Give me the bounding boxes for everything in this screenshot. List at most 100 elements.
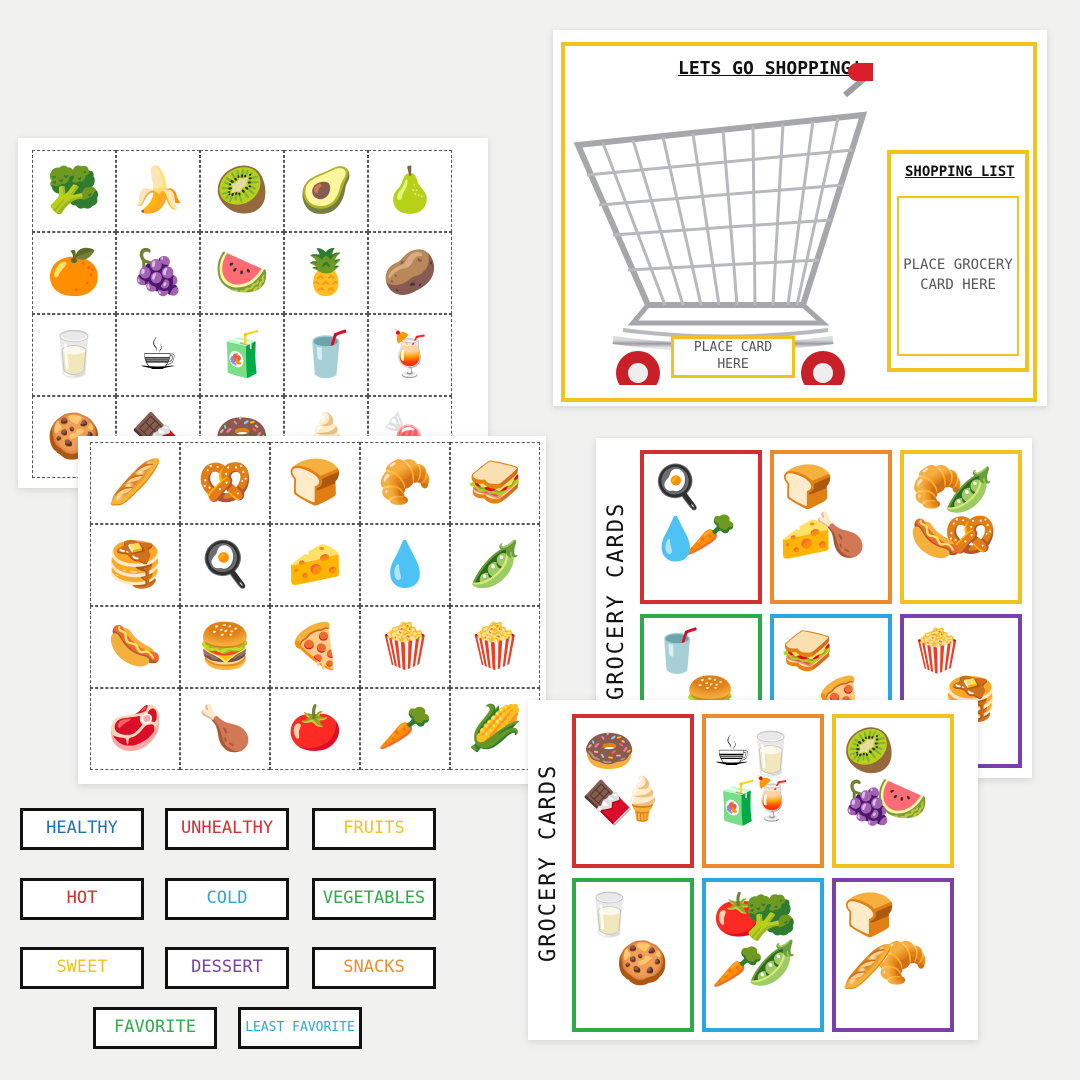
grocery-card[interactable]: 🍞🍗🧀: [770, 450, 892, 604]
food-card[interactable]: ☕: [116, 314, 200, 396]
grocery-card[interactable]: 🥐🥨🌭🫛: [900, 450, 1022, 604]
grocery-item: 🥤: [651, 626, 704, 676]
grocery-item: 🥪: [781, 626, 834, 676]
grocery-item: 🥦: [744, 892, 798, 942]
shopping-list-placeholder: PLACE GROCERY CARD HERE: [903, 257, 1013, 293]
food-card[interactable]: 🍿: [450, 606, 540, 688]
food-card[interactable]: 🥑: [284, 150, 368, 232]
food-card[interactable]: 🌽: [450, 688, 540, 770]
grocery-card[interactable]: 🥝🍉🍇: [832, 714, 954, 868]
cart-dropzone[interactable]: PLACE CARD HERE: [671, 336, 795, 378]
food-card[interactable]: 🥖: [90, 442, 180, 524]
grocery-item: 💧: [649, 514, 703, 564]
grocery-card[interactable]: 🥛🍪: [572, 878, 694, 1032]
food-card[interactable]: 🫛: [450, 524, 540, 606]
grocery-item: 🍇: [841, 778, 895, 828]
cart-placeholder: PLACE CARD HERE: [693, 340, 773, 372]
grocery-item: 🍳: [651, 462, 704, 512]
category-label[interactable]: HEALTHY: [20, 808, 144, 850]
shopping-list-box: SHOPPING LIST PLACE GROCERY CARD HERE: [887, 150, 1029, 372]
grocery-item: 🫛: [942, 464, 996, 514]
grocery-item: 🍅: [713, 890, 766, 940]
food-card[interactable]: 🥐: [360, 442, 450, 524]
category-label[interactable]: COLD: [165, 878, 289, 920]
grocery-item: 🍹: [746, 774, 799, 824]
category-label[interactable]: SWEET: [20, 947, 144, 989]
food-card[interactable]: 🍿: [360, 606, 450, 688]
food-card-sheet-1: 🥦🍌🥝🥑🍐🍊🍇🍉🍍🥔🥛☕🧃🥤🍹🍪🍫🍩🍦🍬: [18, 138, 488, 488]
grocery-item: 🍩: [583, 726, 636, 776]
food-card[interactable]: 🥪: [450, 442, 540, 524]
food-card[interactable]: 🥝: [200, 150, 284, 232]
food-card[interactable]: 🍐: [368, 150, 452, 232]
grocery-card[interactable]: ☕🍹🧃🥛: [702, 714, 824, 868]
food-card[interactable]: 🥔: [368, 232, 452, 314]
food-card[interactable]: 🍗: [180, 688, 270, 770]
category-label[interactable]: FAVORITE: [93, 1007, 217, 1049]
food-card[interactable]: 🥕: [360, 688, 450, 770]
grocery-item: 🫛: [746, 938, 799, 988]
grocery-item: 🥖: [841, 942, 895, 992]
shopping-title: LETS GO SHOPPING!: [678, 58, 863, 79]
grocery-item: 🥛: [583, 890, 636, 940]
grocery-item: 🥛: [744, 728, 798, 778]
category-label[interactable]: FRUITS: [312, 808, 436, 850]
food-card[interactable]: 🥞: [90, 524, 180, 606]
grocery-item: ☕: [713, 726, 751, 776]
grocery-item: 🥕: [711, 942, 765, 992]
grocery-item: 🥝: [843, 726, 896, 776]
grocery-item: 🍗: [814, 510, 867, 560]
grocery-card[interactable]: 🍅🫛🥕🥦: [702, 878, 824, 1032]
food-card[interactable]: 🍳: [180, 524, 270, 606]
food-card[interactable]: 💧: [360, 524, 450, 606]
grocery-item: 🥐: [876, 938, 929, 988]
food-card-sheet-2: 🥖🥨🍞🥐🥪🥞🍳🧀💧🫛🌭🍔🍕🍿🍿🥩🍗🍅🥕🌽: [78, 436, 546, 784]
category-label[interactable]: DESSERT: [165, 947, 289, 989]
food-card[interactable]: 🍹: [368, 314, 452, 396]
grocery-item: 🥐: [911, 462, 964, 512]
food-card[interactable]: 🍅: [270, 688, 360, 770]
grocery-item: 🍫: [581, 778, 635, 828]
food-card[interactable]: 🌭: [90, 606, 180, 688]
grocery-item: 🍉: [876, 774, 929, 824]
grocery-item: 🥕: [684, 510, 737, 560]
grocery-item: 🥨: [944, 510, 997, 560]
food-card[interactable]: 🧀: [270, 524, 360, 606]
shopping-list-dropzone[interactable]: PLACE GROCERY CARD HERE: [897, 196, 1019, 356]
shopping-cart-icon: [573, 63, 873, 385]
grocery-item: 🍞: [781, 462, 834, 512]
food-card[interactable]: 🥦: [32, 150, 116, 232]
category-label[interactable]: VEGETABLES: [312, 878, 436, 920]
grocery-card[interactable]: 🍩🍦🍫: [572, 714, 694, 868]
category-label[interactable]: UNHEALTHY: [165, 808, 289, 850]
food-card[interactable]: 🥨: [180, 442, 270, 524]
grocery-item: 🧀: [779, 514, 833, 564]
shopping-sheet: LETS GO SHOPPING!: [553, 30, 1047, 406]
category-label[interactable]: HOT: [20, 878, 144, 920]
grocery-item: 🍦: [616, 774, 669, 824]
grocery-card[interactable]: 🍳🥕💧: [640, 450, 762, 604]
food-card[interactable]: 🍊: [32, 232, 116, 314]
food-card[interactable]: 🧃: [200, 314, 284, 396]
food-card[interactable]: 🥛: [32, 314, 116, 396]
food-card[interactable]: 🍌: [116, 150, 200, 232]
food-card[interactable]: 🥤: [284, 314, 368, 396]
category-label[interactable]: LEAST FAVORITE: [238, 1007, 362, 1049]
category-labels: HEALTHY UNHEALTHY FRUITS HOT COLD VEGETABLES S…: [0, 790, 460, 1070]
shopping-list-title: SHOPPING LIST: [905, 164, 1015, 180]
food-card[interactable]: 🍇: [116, 232, 200, 314]
grocery-cards-title-bottom: GROCERY CARDS: [536, 763, 561, 962]
food-card[interactable]: 🍔: [180, 606, 270, 688]
food-card[interactable]: 🍕: [270, 606, 360, 688]
grocery-item: 🍪: [616, 938, 669, 988]
category-label[interactable]: SNACKS: [312, 947, 436, 989]
food-card[interactable]: 🍉: [200, 232, 284, 314]
food-card[interactable]: 🍍: [284, 232, 368, 314]
food-card[interactable]: 🍞: [270, 442, 360, 524]
grocery-card[interactable]: 🍞🥐🥖: [832, 878, 954, 1032]
grocery-item: 🍞: [843, 890, 896, 940]
grocery-item: 🌭: [909, 514, 963, 564]
grocery-cards-sheet-bottom: GROCERY CARDS 🍩🍦🍫☕🍹🧃🥛🥝🍉🍇🥛🍪🍅🫛🥕🥦🍞🥐🥖: [528, 700, 978, 1040]
grocery-item: 🧃: [711, 778, 765, 828]
food-card[interactable]: 🥩: [90, 688, 180, 770]
